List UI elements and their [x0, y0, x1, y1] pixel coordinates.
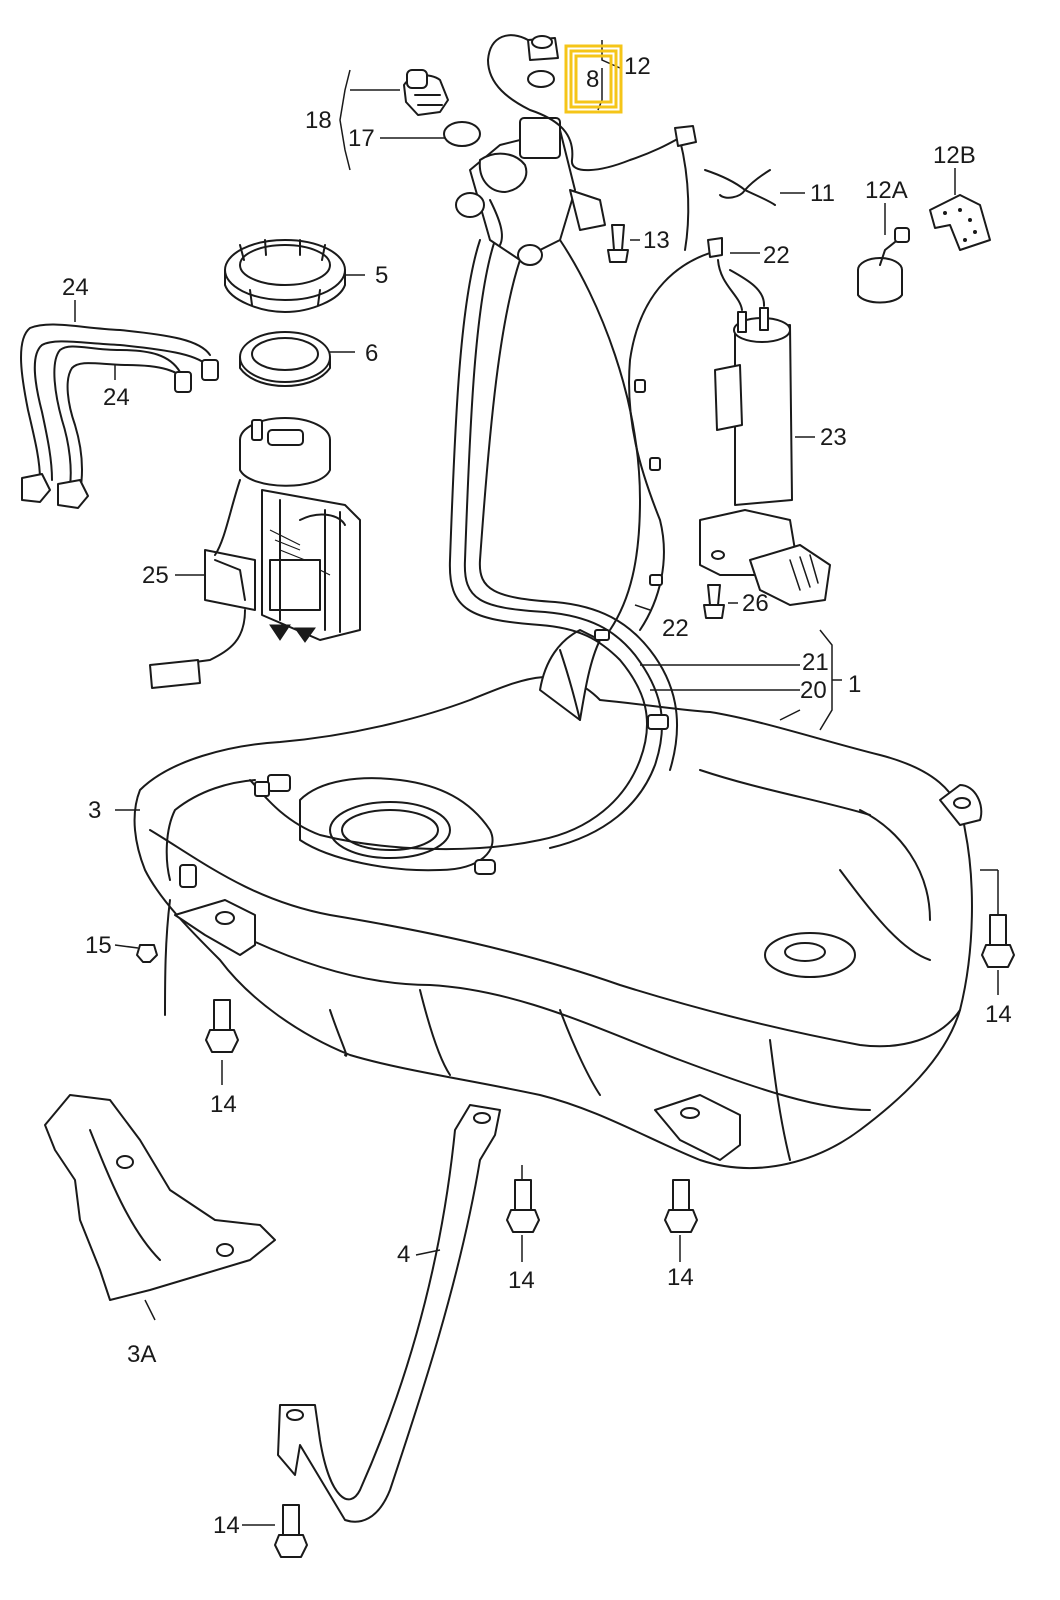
- heat-shield: [44, 1094, 276, 1301]
- callout-14-bottom: 14: [213, 1512, 240, 1539]
- tank-strap: [277, 1104, 501, 1523]
- callout-3a: 3A: [127, 1341, 156, 1368]
- screw: [136, 944, 158, 963]
- filler-neck-assembly: [455, 117, 606, 266]
- bolt: [274, 1504, 308, 1558]
- fuel-pump-assembly: [149, 417, 361, 689]
- callout-14-left: 14: [210, 1091, 237, 1118]
- fuel-cap: [403, 69, 449, 116]
- callout-21: 21: [802, 649, 829, 676]
- leader-lines: [74, 40, 999, 1526]
- callout-12a: 12A: [865, 177, 908, 204]
- callout-8: 8: [586, 66, 599, 93]
- callout-22-lower: 22: [662, 615, 689, 642]
- pump-seal: [239, 331, 331, 387]
- callout-4: 4: [397, 1241, 410, 1268]
- callout-14-mid: 14: [508, 1267, 535, 1294]
- fuel-lines: [164, 139, 721, 1016]
- callout-18: 18: [305, 107, 332, 134]
- callout-12b: 12B: [933, 142, 976, 169]
- lock-ring: [224, 239, 346, 313]
- fuel-hoses: [20, 323, 219, 509]
- self-tapping-screw: [703, 584, 725, 619]
- callout-17: 17: [348, 125, 375, 152]
- self-tapping-screw: [607, 224, 629, 263]
- fuel-cap-o-ring: [443, 121, 481, 147]
- perforated-hose: [929, 194, 991, 251]
- bolt: [981, 914, 1015, 968]
- callout-24-lower: 24: [103, 384, 130, 411]
- callout-20: 20: [800, 677, 827, 704]
- bolt: [506, 1179, 540, 1233]
- callout-14-right: 14: [667, 1264, 694, 1291]
- callout-6: 6: [365, 340, 378, 367]
- callout-24-upper: 24: [62, 274, 89, 301]
- callout-1: 1: [848, 671, 861, 698]
- callout-11: 11: [810, 180, 835, 207]
- callout-labels: 1 3 3A 4 5 6 8 11 12 12A 12B 13 14 14 14…: [62, 53, 1012, 1539]
- callout-5: 5: [375, 262, 388, 289]
- bolt: [664, 1179, 698, 1233]
- callout-12: 12: [624, 53, 651, 80]
- bolt: [205, 999, 239, 1053]
- callout-22-upper: 22: [763, 242, 790, 269]
- callout-25: 25: [142, 562, 169, 589]
- callout-14-far-right: 14: [985, 1001, 1012, 1028]
- vent-valve-seal: [527, 70, 555, 88]
- charcoal-canister: [699, 237, 831, 606]
- callout-13: 13: [643, 227, 670, 254]
- wire-clip: [704, 169, 776, 206]
- fuel-tank: [133, 629, 983, 1170]
- vent-valve: [487, 34, 697, 172]
- callout-23: 23: [820, 424, 847, 451]
- callout-3: 3: [88, 797, 101, 824]
- callout-15: 15: [85, 932, 112, 959]
- highlight-box: [564, 44, 623, 114]
- callout-26: 26: [742, 590, 769, 617]
- fuel-filter: [857, 227, 910, 304]
